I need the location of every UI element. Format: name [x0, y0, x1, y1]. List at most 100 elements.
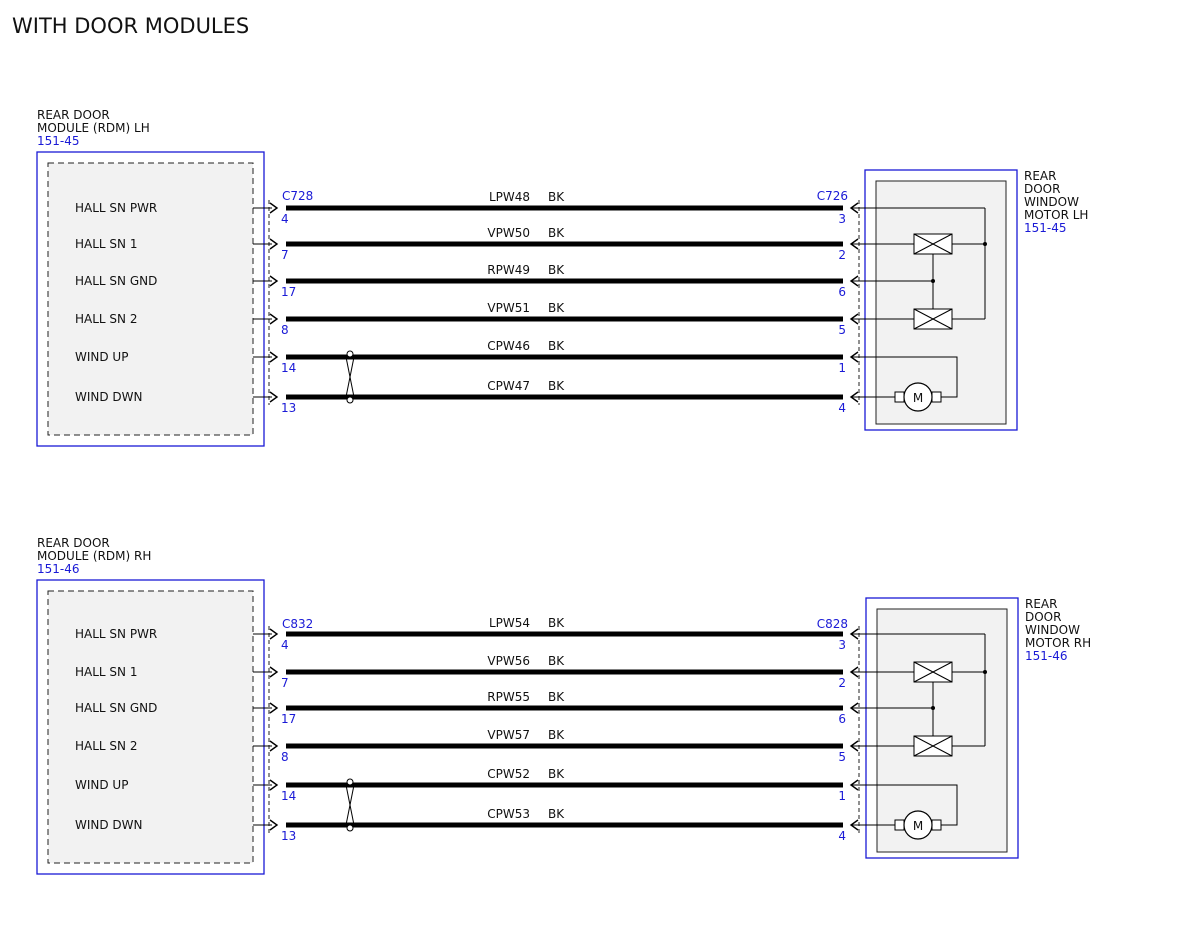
- wire-id-label: VPW56: [487, 654, 530, 668]
- signal-label: HALL SN 2: [75, 312, 137, 326]
- switch-icon: [913, 233, 953, 255]
- motor-inner-panel: [875, 180, 1007, 425]
- motor-name-line2: DOOR: [1025, 610, 1061, 624]
- connector-arrow-icon: [849, 313, 859, 325]
- motor-name-line1: REAR: [1024, 169, 1056, 183]
- module-name-line1: REAR DOOR: [37, 536, 110, 550]
- signal-label: HALL SN 1: [75, 665, 137, 679]
- right-connector-name: C828: [817, 617, 848, 631]
- junction-dot: [931, 279, 935, 283]
- wire-color-label: BK: [548, 379, 565, 393]
- internal-wire: [880, 784, 958, 826]
- left-pin-number: 13: [281, 401, 296, 415]
- module-inner-panel: [47, 590, 254, 864]
- connector-arrow-icon: [849, 351, 859, 363]
- connector-arrow-icon: [269, 666, 279, 678]
- left-pin-number: 4: [281, 638, 289, 652]
- wire-row: HALL SN GND RPW49 BK 17 6: [75, 263, 880, 299]
- wire-id-label: LPW48: [489, 190, 530, 204]
- motor-icon: [903, 382, 933, 412]
- wire-color-label: BK: [548, 616, 565, 630]
- connector-arrow-icon: [269, 313, 279, 325]
- right-pin-number: 4: [838, 401, 846, 415]
- connector-arrow-icon: [269, 351, 279, 363]
- right-pin-number: 3: [838, 638, 846, 652]
- wire-color-label: BK: [548, 728, 565, 742]
- left-pin-number: 14: [281, 789, 296, 803]
- twisted-pair-icon: [346, 824, 354, 832]
- twisted-pair-icon: [345, 784, 355, 826]
- connector-arrow-icon: [269, 275, 279, 287]
- wire-id-label: CPW46: [487, 339, 530, 353]
- wire-id-label: LPW54: [489, 616, 530, 630]
- module-ref: 151-46: [37, 562, 80, 576]
- module-name-line2: MODULE (RDM) LH: [37, 121, 150, 135]
- left-pin-number: 4: [281, 212, 289, 226]
- switch-icon: [913, 661, 953, 683]
- right-pin-number: 6: [838, 285, 846, 299]
- signal-label: WIND UP: [75, 350, 128, 364]
- wire-color-label: BK: [548, 263, 565, 277]
- left-pin-number: 7: [281, 248, 289, 262]
- left-connector-name: C832: [282, 617, 313, 631]
- wire-id-label: RPW49: [487, 263, 530, 277]
- connector-arrow-icon: [269, 202, 279, 214]
- page-title: WITH DOOR MODULES: [12, 14, 250, 38]
- module-ref: 151-45: [37, 134, 80, 148]
- right-pin-number: 1: [838, 361, 846, 375]
- right-pin-number: 6: [838, 712, 846, 726]
- motor-brush: [894, 819, 905, 831]
- wire-color-label: BK: [548, 301, 565, 315]
- wire-color-label: BK: [548, 767, 565, 781]
- left-pin-number: 17: [281, 285, 296, 299]
- twisted-pair-icon: [346, 396, 354, 404]
- left-pin-number: 17: [281, 712, 296, 726]
- wire-id-label: CPW47: [487, 379, 530, 393]
- connector-arrow-icon: [849, 819, 859, 831]
- connector-arrow-icon: [269, 779, 279, 791]
- switch-icon: [913, 308, 953, 330]
- motor-inner-panel: [876, 608, 1008, 853]
- wire-color-label: BK: [548, 226, 565, 240]
- signal-label: HALL SN 2: [75, 739, 137, 753]
- connector-arrow-icon: [269, 391, 279, 403]
- connector-arrow-icon: [849, 238, 859, 250]
- right-pin-number: 5: [838, 323, 846, 337]
- wire-color-label: BK: [548, 654, 565, 668]
- left-pin-number: 8: [281, 750, 289, 764]
- connector-arrow-icon: [269, 702, 279, 714]
- motor-name-line2: DOOR: [1024, 182, 1060, 196]
- signal-label: WIND DWN: [75, 818, 143, 832]
- motor-icon: [903, 810, 933, 840]
- twisted-pair-icon: [346, 778, 354, 786]
- module-name-line2: MODULE (RDM) RH: [37, 549, 151, 563]
- left-pin-number: 7: [281, 676, 289, 690]
- twisted-pair-icon: [346, 350, 354, 358]
- internal-wire: [880, 356, 958, 398]
- wire-color-label: BK: [548, 807, 565, 821]
- wire-row: HALL SN 1 VPW56 BK 7 2: [75, 654, 880, 690]
- motor-name-line4: MOTOR LH: [1024, 208, 1088, 222]
- signal-label: HALL SN GND: [75, 274, 157, 288]
- twisted-pair-icon: [345, 356, 355, 398]
- motor-name-line3: WINDOW: [1024, 195, 1079, 209]
- wire-color-label: BK: [548, 190, 565, 204]
- right-pin-number: 3: [838, 212, 846, 226]
- connector-arrow-icon: [849, 666, 859, 678]
- wire-id-label: RPW55: [487, 690, 530, 704]
- wire-id-label: CPW52: [487, 767, 530, 781]
- connector-arrow-icon: [849, 702, 859, 714]
- right-connector-name: C726: [817, 189, 848, 203]
- right-pin-number: 2: [838, 676, 846, 690]
- connector-arrow-icon: [269, 740, 279, 752]
